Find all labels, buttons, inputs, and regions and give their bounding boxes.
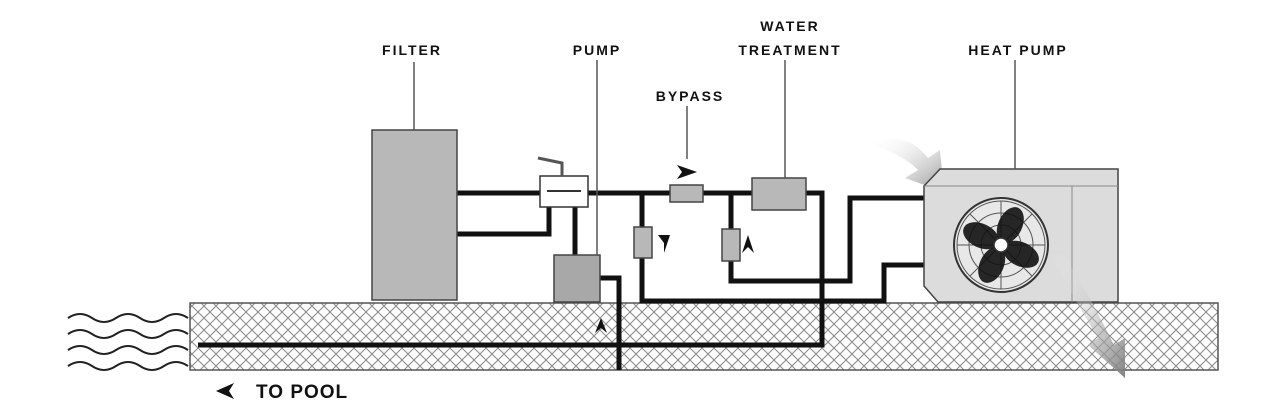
pump-unit — [553, 254, 601, 303]
airflow-out-arrow-icon — [1050, 255, 1125, 378]
water-treatment-label-line2: TREATMENT — [738, 42, 841, 58]
flow-arrow-icon — [742, 235, 754, 253]
flow-arrow-icon — [658, 235, 670, 253]
airflow-in-arrow-icon — [868, 138, 944, 192]
to-pool-label: TO POOL — [256, 382, 348, 403]
bypass-valve-left — [633, 226, 653, 259]
water-waves-icon — [67, 313, 189, 371]
pump-label: PUMP — [573, 42, 621, 58]
heat-pump-label: HEAT PUMP — [968, 42, 1067, 58]
bypass-label: BYPASS — [656, 88, 725, 104]
bypass-valve — [669, 184, 704, 203]
water-treatment-label-line1: WATER — [760, 18, 820, 34]
valve-icon — [537, 156, 589, 208]
filter-label: FILTER — [382, 42, 442, 58]
fan-icon — [953, 197, 1049, 293]
ground-band — [189, 302, 1219, 371]
water-treatment-unit — [751, 177, 807, 211]
pipe-network — [198, 190, 924, 370]
to-pool-arrow-icon — [216, 383, 234, 399]
bypass-valve-right — [721, 228, 741, 262]
flow-arrow-icon — [595, 318, 607, 333]
flow-arrow-icon — [677, 165, 697, 179]
filter-tank — [371, 129, 458, 301]
